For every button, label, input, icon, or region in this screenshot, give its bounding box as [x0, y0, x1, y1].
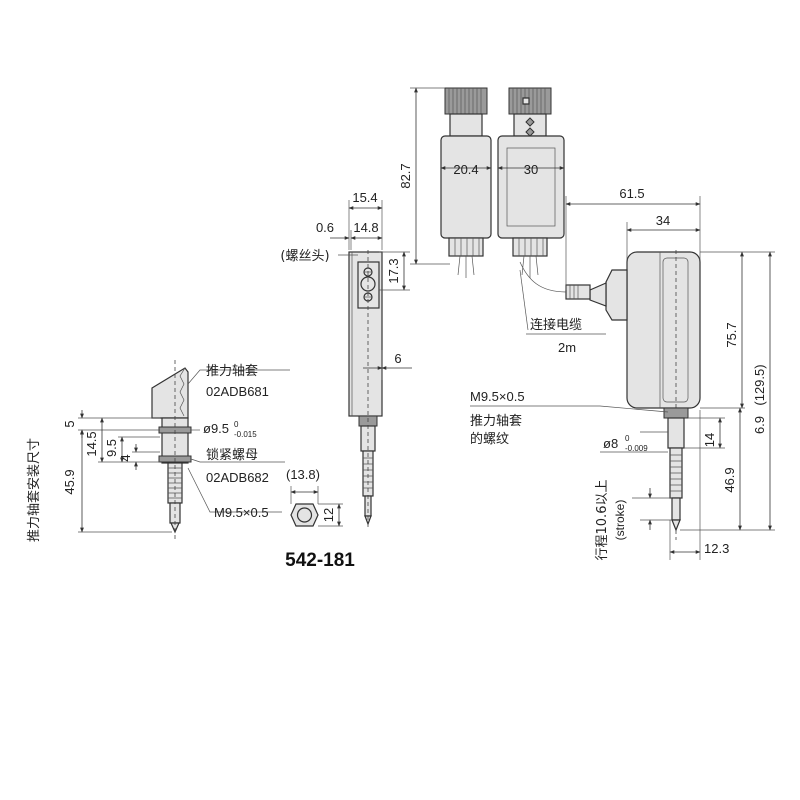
label-plunger-sleeve: 推力轴套: [206, 363, 258, 379]
dim-14: 14: [702, 433, 717, 447]
dim-6-9: 6.9: [752, 416, 767, 434]
dim-5: 5: [62, 420, 77, 427]
dim-17-3: 17.3: [386, 258, 401, 283]
cable: [519, 261, 567, 293]
dim-61-5: 61.5: [619, 186, 644, 201]
label-thread-left: M9.5×0.5: [214, 505, 269, 520]
label-thread-right: M9.5×0.5: [470, 389, 525, 404]
tol-upper-0b: 0: [625, 434, 630, 443]
connector-body-1: [440, 135, 492, 239]
label-screw-head: (螺丝头): [280, 249, 329, 264]
label-phi-8: ø8: [603, 436, 618, 451]
model-title: 542-181: [285, 550, 355, 571]
label-stroke-en: (stroke): [613, 500, 627, 541]
label-connecting-cable: 连接电缆: [530, 317, 582, 333]
label-sleeve-thread-2: 的螺纹: [470, 431, 509, 447]
main-body: [626, 251, 701, 409]
label-mount-dim: 推力轴套安装尺寸: [26, 438, 42, 542]
front-view: 61.5 34 75.7 (129.5) 6.9 14 46.9 12.3 行程…: [470, 186, 775, 560]
tol-upper-0: 0: [234, 420, 239, 429]
body-section: [151, 367, 189, 419]
dim-13-8: (13.8): [286, 467, 320, 482]
label-02adb682: 02ADB682: [206, 470, 269, 485]
label-sleeve-thread-1: 推力轴套: [470, 413, 522, 429]
label-cable-length: 2m: [558, 340, 576, 355]
connector-body-2: [497, 135, 565, 239]
dim-75-7: 75.7: [724, 322, 739, 347]
dim-14-5: 14.5: [84, 431, 99, 456]
dim-0-6: 0.6: [316, 220, 334, 235]
dim-15-4: 15.4: [352, 190, 377, 205]
dim-46-9: 46.9: [722, 467, 737, 492]
dim-129-5: (129.5): [752, 364, 767, 405]
dim-4: 4: [118, 454, 133, 461]
dim-6: 6: [394, 351, 401, 366]
dim-82-7: 82.7: [398, 163, 413, 188]
connector-views: 20.4 82.7 30: [398, 87, 565, 278]
dim-14-8: 14.8: [353, 220, 378, 235]
dim-34: 34: [656, 213, 670, 228]
dim-45-9: 45.9: [62, 469, 77, 494]
left-sleeve-view: 5 14.5 9.5 4 45.9 推力轴套 02ADB681 ø9.5 0 -…: [26, 360, 343, 542]
label-lock-nut: 锁紧螺母: [206, 447, 258, 463]
knurled-cap-1: [444, 87, 488, 115]
label-stroke-cn: 行程10.6以上: [595, 480, 610, 561]
dim-20-4: 20.4: [453, 162, 478, 177]
dim-30: 30: [524, 162, 538, 177]
tol-lower-009: -0.009: [625, 444, 648, 453]
label-02adb681: 02ADB681: [206, 384, 269, 399]
label-phi-9-5: ø9.5: [203, 421, 229, 436]
side-view: 15.4 14.8 0.6 (螺丝头) 17.3 6: [280, 190, 412, 530]
dim-12-3: 12.3: [704, 541, 729, 556]
tol-lower-015: -0.015: [234, 430, 257, 439]
dim-9-5: 9.5: [104, 439, 119, 457]
dim-12: 12: [321, 508, 336, 522]
